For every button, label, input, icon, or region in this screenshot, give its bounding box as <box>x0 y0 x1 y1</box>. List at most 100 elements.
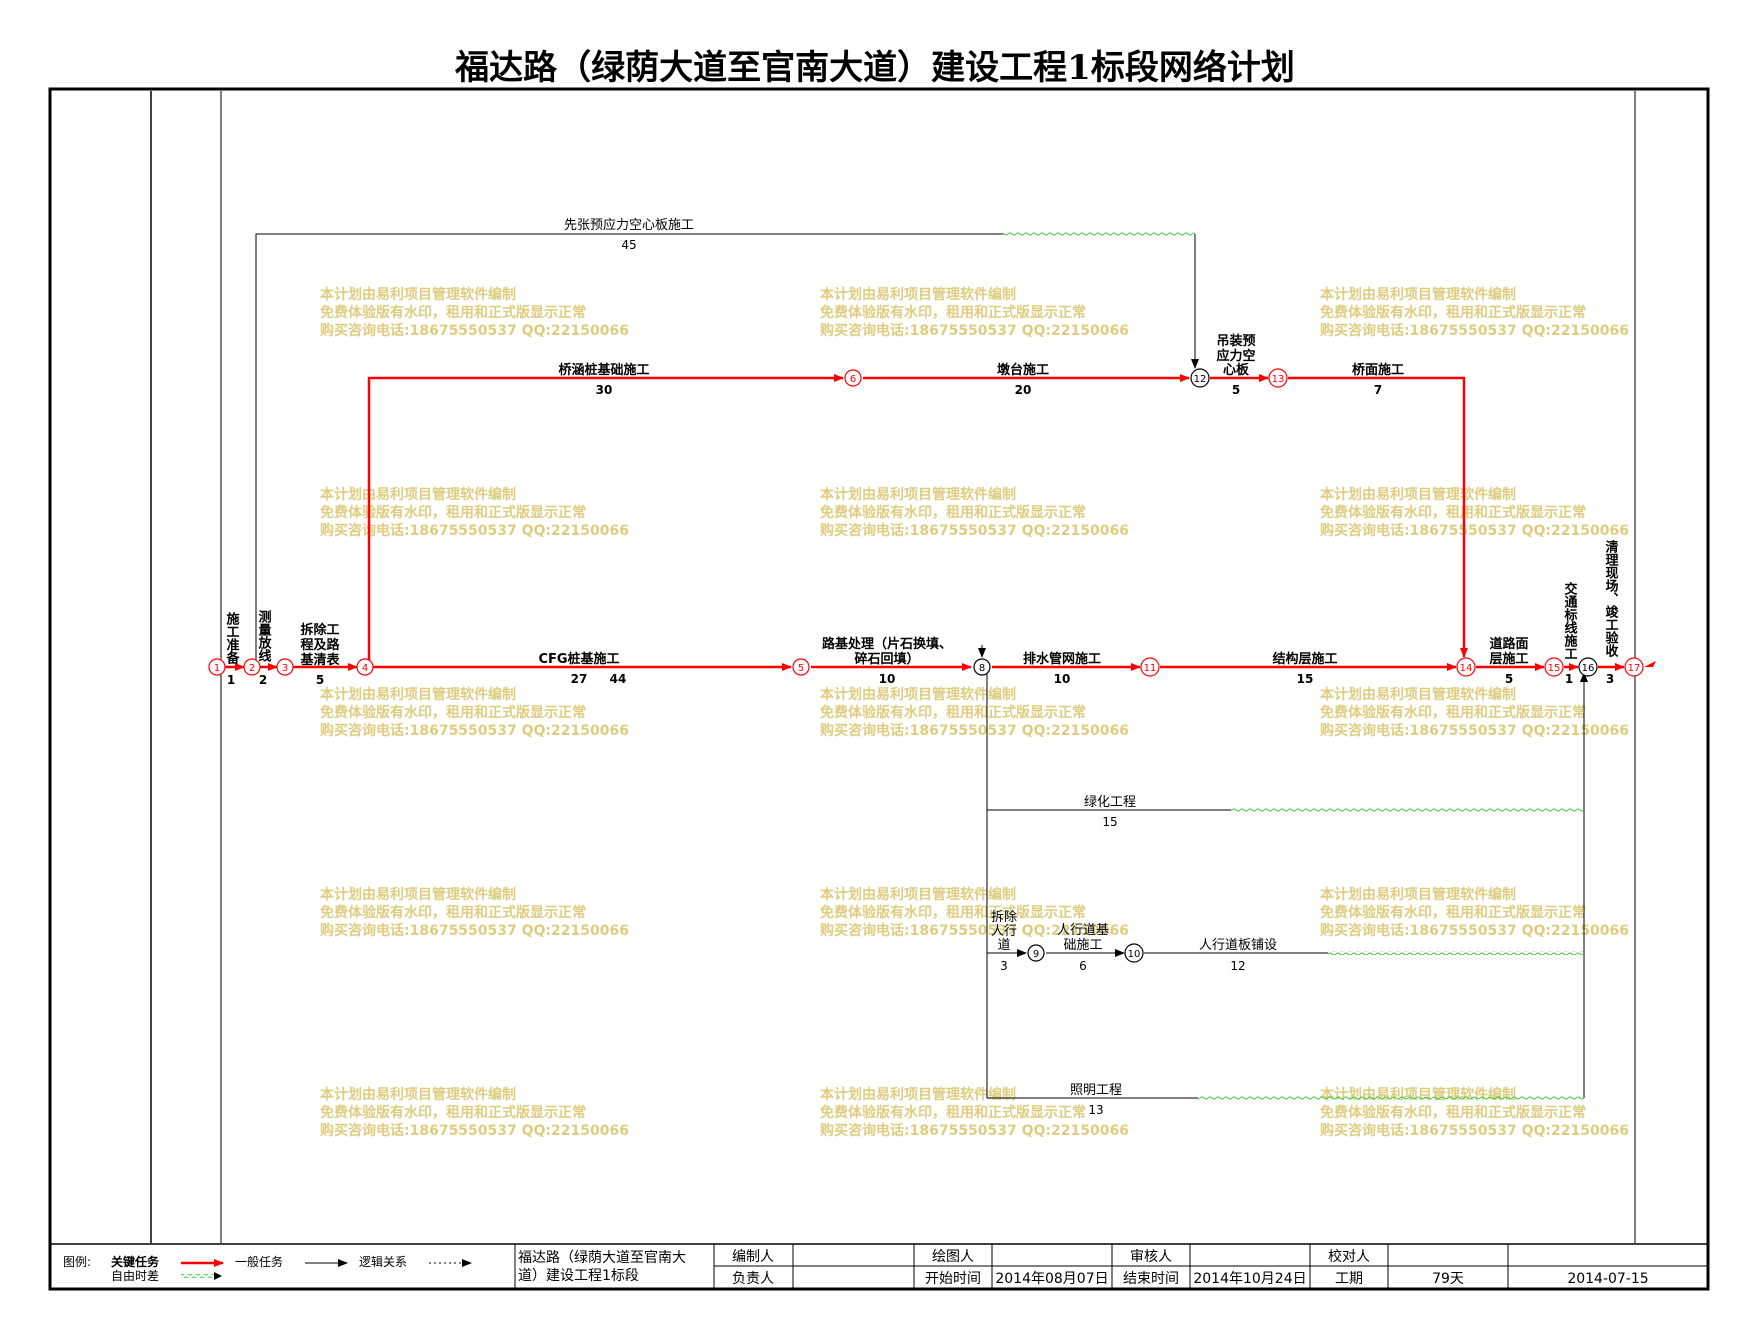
task-duration-t18: 6 <box>1079 959 1087 973</box>
svg-text:程及路: 程及路 <box>300 637 340 653</box>
svg-text:10: 10 <box>1128 949 1141 960</box>
task-duration-t14: 1 <box>1565 672 1573 686</box>
watermark-text: 免费体验版有水印，租用和正式版显示正常 <box>1320 504 1586 521</box>
watermark-text: 免费体验版有水印，租用和正式版显示正常 <box>1320 304 1586 321</box>
node-9[interactable]: 9 <box>1027 944 1045 962</box>
legend-logic-label: 逻辑关系 <box>359 1255 407 1269</box>
task-duration-t1: 1 <box>227 673 235 687</box>
node-5[interactable]: 5 <box>792 658 810 676</box>
page-title: 福达路（绿荫大道至官南大道）建设工程1标段网络计划 <box>454 48 1295 88</box>
task-duration-t8: 45 <box>621 238 636 252</box>
watermark-text: 购买咨询电话:18675550537 QQ:22150066 <box>820 722 1129 739</box>
footer-compiled-by: 编制人 <box>732 1249 774 1265</box>
node-1[interactable]: 1 <box>208 658 226 676</box>
node-6[interactable]: 6 <box>844 369 862 387</box>
footer-date: 2014-07-15 <box>1567 1271 1648 1287</box>
svg-text:5: 5 <box>798 663 804 674</box>
watermark-text: 本计划由易利项目管理软件编制 <box>820 286 1016 303</box>
task-extra-t9: 44 <box>610 672 627 686</box>
svg-text:道: 道 <box>997 938 1010 953</box>
watermark-text: 本计划由易利项目管理软件编制 <box>320 1086 516 1103</box>
task-label-t13-l2: 层施工 <box>1489 651 1528 667</box>
footer-checked-by: 校对人 <box>1328 1248 1370 1265</box>
watermark-text: 购买咨询电话:18675550537 QQ:22150066 <box>1320 322 1629 339</box>
node-11[interactable]: 11 <box>1140 657 1160 677</box>
watermark-text: 购买咨询电话:18675550537 QQ:22150066 <box>320 722 629 739</box>
svg-text:11: 11 <box>1144 663 1157 674</box>
watermark-text: 购买咨询电话:18675550537 QQ:22150066 <box>820 522 1129 539</box>
arrow-t4 <box>367 374 844 667</box>
task-label-t14: 交通标线施工 <box>1562 581 1579 660</box>
node-14[interactable]: 14 <box>1456 657 1476 677</box>
node-2[interactable]: 2 <box>243 658 261 676</box>
node-12[interactable]: 12 <box>1190 368 1210 388</box>
footer-end-label: 结束时间 <box>1123 1271 1179 1287</box>
task-label-t17: 拆除 人行 道 <box>991 910 1017 953</box>
node-16[interactable]: 16 <box>1578 657 1598 677</box>
watermark-text: 购买咨询电话:18675550537 QQ:22150066 <box>820 322 1129 339</box>
task-label-t3: 拆除工 程及路 基清表 <box>299 622 340 668</box>
footer-duration-label: 工期 <box>1335 1271 1363 1287</box>
watermark-text: 免费体验版有水印，租用和正式版显示正常 <box>820 1104 1086 1121</box>
task-label-t4: 桥涵桩基础施工 <box>558 362 649 378</box>
normal-path <box>255 233 1588 1099</box>
node-4[interactable]: 4 <box>356 658 374 676</box>
watermark-text: 本计划由易利项目管理软件编制 <box>820 486 1016 503</box>
arrow-t7 <box>1288 376 1468 658</box>
svg-text:12: 12 <box>1194 374 1207 385</box>
svg-text:9: 9 <box>1033 949 1039 960</box>
footer-end-value: 2014年10月24日 <box>1193 1271 1306 1287</box>
watermark-text: 免费体验版有水印，租用和正式版显示正常 <box>1320 704 1586 721</box>
footer-project-name-l1: 福达路（绿荫大道至官南大 <box>518 1250 686 1266</box>
svg-text:基清表: 基清表 <box>299 652 340 668</box>
watermark-text: 本计划由易利项目管理软件编制 <box>320 886 516 903</box>
task-label-t18-l1: 人行道基 <box>1057 923 1109 938</box>
task-duration-t19: 12 <box>1230 959 1245 973</box>
node-17[interactable]: 17 <box>1624 657 1644 677</box>
watermark-text: 免费体验版有水印，租用和正式版显示正常 <box>320 304 586 321</box>
watermark-text: 免费体验版有水印，租用和正式版显示正常 <box>820 904 1086 921</box>
svg-text:16: 16 <box>1582 663 1595 674</box>
watermark-text: 免费体验版有水印，租用和正式版显示正常 <box>1320 904 1586 921</box>
node-3[interactable]: 3 <box>276 658 294 676</box>
watermark-text: 免费体验版有水印，租用和正式版显示正常 <box>320 704 586 721</box>
task-duration-t5: 20 <box>1015 383 1032 397</box>
arrow-t16 <box>986 673 1231 811</box>
watermark-text: 免费体验版有水印，租用和正式版显示正常 <box>820 504 1086 521</box>
watermark-group: 本计划由易利项目管理软件编制免费体验版有水印，租用和正式版显示正常购买咨询电话:… <box>320 286 1629 1139</box>
task-duration-t17: 3 <box>1000 959 1008 973</box>
node-13[interactable]: 13 <box>1268 368 1288 388</box>
footer-duration-value: 79天 <box>1432 1271 1464 1287</box>
svg-text:14: 14 <box>1460 663 1473 674</box>
footer-responsible: 负责人 <box>732 1271 774 1287</box>
legend-float-line <box>181 1274 215 1278</box>
svg-text:拆除: 拆除 <box>991 910 1017 925</box>
watermark-text: 本计划由易利项目管理软件编制 <box>320 286 516 303</box>
node-15[interactable]: 15 <box>1544 657 1564 677</box>
watermark-text: 本计划由易利项目管理软件编制 <box>820 686 1016 703</box>
svg-text:吊装预: 吊装预 <box>1216 333 1255 349</box>
task-duration-t10: 10 <box>879 672 896 686</box>
task-label-t20: 照明工程 <box>1070 1083 1122 1098</box>
legend-label: 图例: <box>63 1255 91 1269</box>
svg-text:拆除工: 拆除工 <box>300 622 339 638</box>
watermark-text: 本计划由易利项目管理软件编制 <box>1320 886 1516 903</box>
task-label-t6: 吊装预 应力空 心板 <box>1216 333 1255 378</box>
svg-text:2: 2 <box>249 663 255 674</box>
svg-text:1: 1 <box>214 663 220 674</box>
watermark-text: 购买咨询电话:18675550537 QQ:22150066 <box>1320 722 1629 739</box>
task-label-t11: 排水管网施工 <box>1023 651 1101 667</box>
svg-text:应力空: 应力空 <box>1216 348 1255 364</box>
task-duration-t13: 5 <box>1505 672 1513 686</box>
watermark-text: 购买咨询电话:18675550537 QQ:22150066 <box>320 922 629 939</box>
watermark-text: 本计划由易利项目管理软件编制 <box>820 886 1016 903</box>
node-10[interactable]: 10 <box>1124 943 1144 963</box>
task-duration-t15: 3 <box>1606 672 1614 686</box>
watermark-text: 免费体验版有水印，租用和正式版显示正常 <box>320 504 586 521</box>
legend-float-arrow <box>214 1272 222 1280</box>
node-8[interactable]: 8 <box>973 658 991 676</box>
task-label-t2: 测量放线 <box>256 609 273 663</box>
arrow-t20 <box>986 953 1198 1099</box>
task-duration-t16: 15 <box>1102 815 1117 829</box>
free-float-t16 <box>1231 808 1584 812</box>
